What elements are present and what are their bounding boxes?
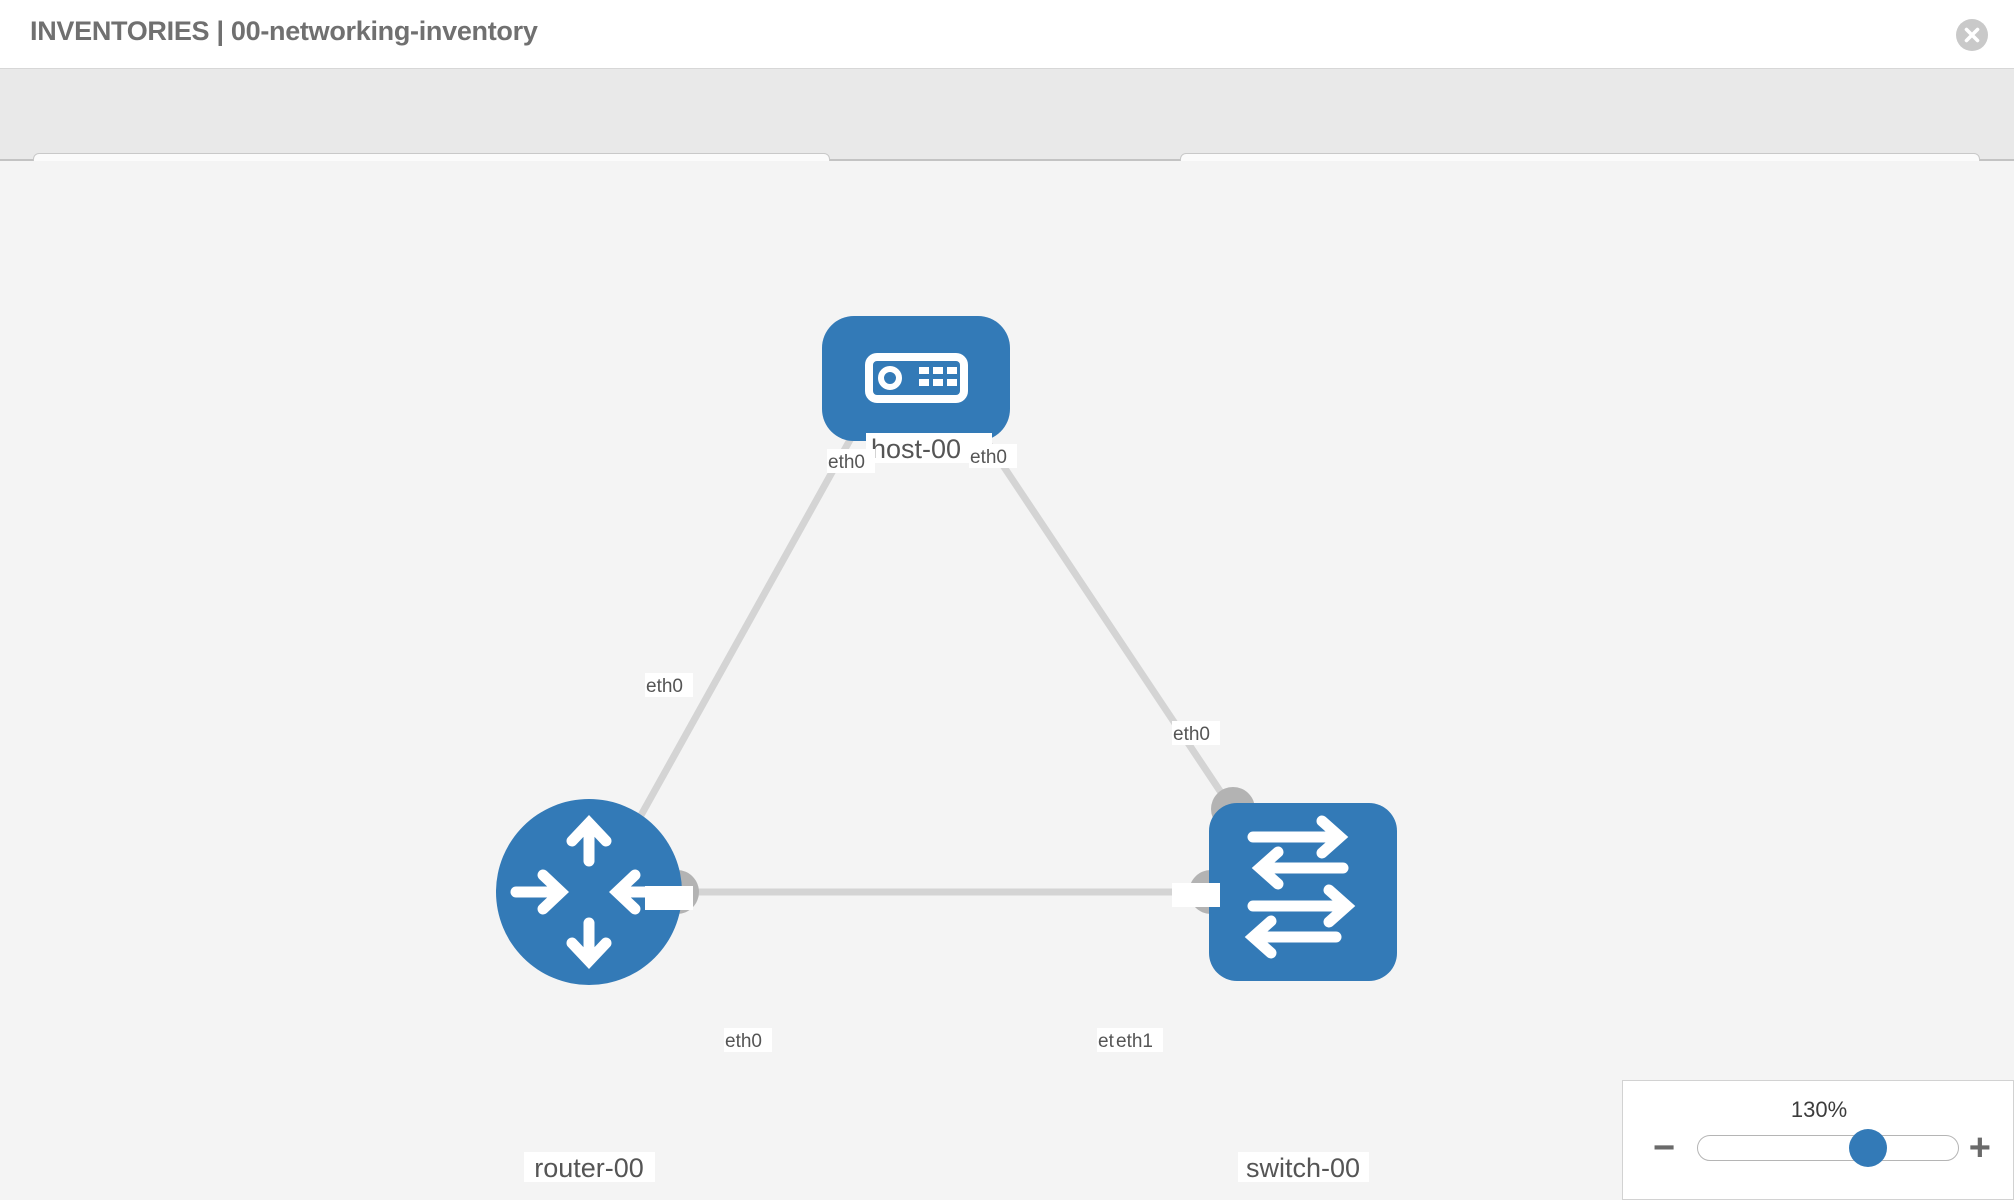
zoom-control-panel: 130% − + [1622,1080,2014,1200]
port-label-switch-north-group: eth0 [1172,721,1220,745]
port-label-host-right-group: eth0 [969,444,1017,468]
port-label-switch-west: eth1 [1116,1031,1153,1052]
switch-arrows-icon [1244,815,1356,959]
zoom-slider-thumb[interactable] [1848,1129,1887,1167]
port-label-host-left: eth0 [828,452,865,473]
port-label-switch-west-group: eth1 [1115,1028,1163,1052]
port-label-switch-north: eth0 [1173,724,1210,745]
toolbar: ACTIONS SEARCH [0,69,2014,205]
zoom-in-button[interactable]: + [1968,1127,1991,1169]
node-label-host-00: host-00 [871,434,961,464]
port-label-router-east: eth0 [725,1031,762,1052]
port-label-host-right: eth0 [970,447,1007,468]
port-label-host-left-group: eth0 [827,449,875,473]
node-label-router-00: router-00 [534,1153,644,1183]
port-label-router-host-group: eth0 [645,673,693,697]
zoom-level-label: 130% [1790,1097,1848,1122]
port-label-router-east-group: eth0 [724,1028,772,1052]
page-header: INVENTORIES | 00-networking-inventory [0,0,2014,69]
zoom-out-button[interactable]: − [1653,1127,1676,1169]
close-circle-icon[interactable] [1955,18,1989,52]
zoom-slider-track[interactable] [1697,1129,1959,1167]
node-switch-00[interactable]: switch-00 [1209,803,1397,1183]
topology-graph[interactable]: host-00 eth0 eth0 [0,161,2014,1200]
server-icon [865,353,968,403]
port-label-router-host: eth0 [646,676,683,697]
node-label-switch-00: switch-00 [1246,1153,1360,1183]
router-arrows-icon [510,814,668,970]
node-host-00[interactable]: host-00 [822,316,1010,464]
page-title: INVENTORIES | 00-networking-inventory [30,16,538,46]
topology-canvas[interactable]: host-00 eth0 eth0 [0,161,2014,1200]
node-router-00[interactable]: router-00 [496,799,682,1183]
